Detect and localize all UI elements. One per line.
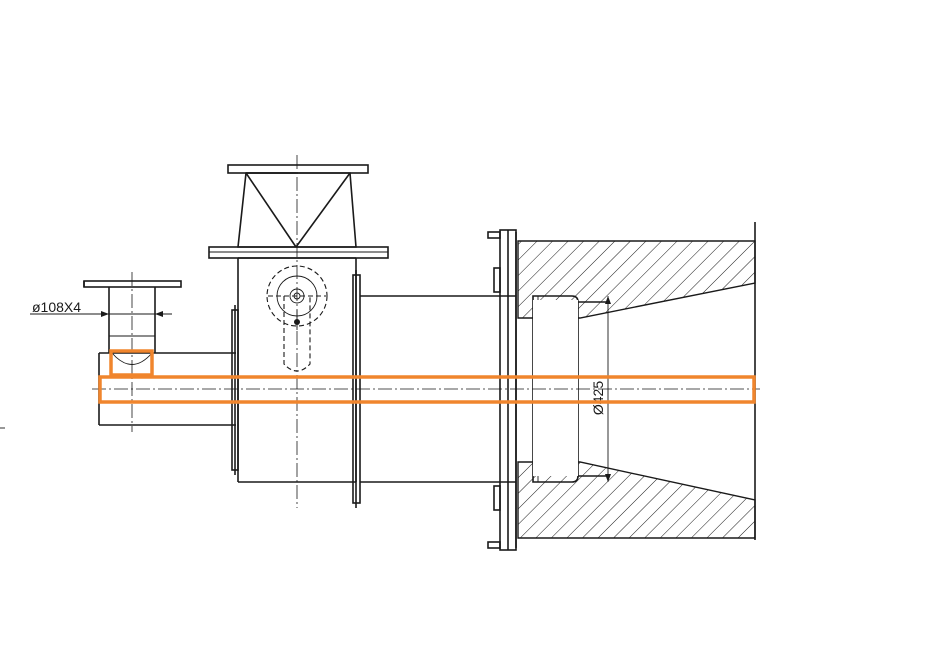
inlet-pipe: ø108X4 xyxy=(30,280,236,426)
bore-dimension-label: Ø425 xyxy=(590,381,606,415)
center-lines xyxy=(92,155,760,508)
burner-housing xyxy=(208,164,389,508)
pipe-dimension-label: ø108X4 xyxy=(32,299,81,315)
highlights xyxy=(98,349,756,404)
highlight-box-axis xyxy=(98,375,756,404)
refractory-quarl xyxy=(517,222,756,540)
highlight-box-elbow xyxy=(109,349,154,377)
